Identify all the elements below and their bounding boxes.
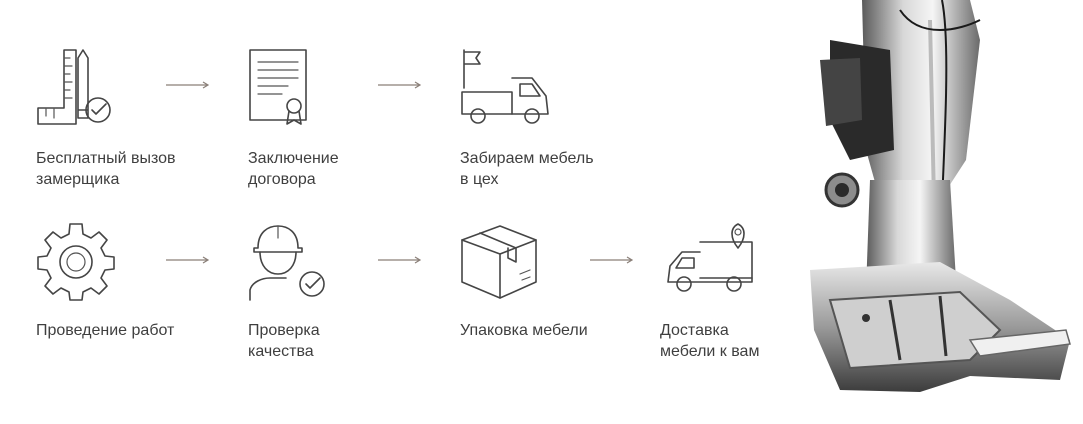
step-label: Упаковка мебели [460,322,588,339]
contract-document-icon [249,49,307,125]
step-label: Проведение работ [36,322,175,339]
step-label: Бесплатный вызов замерщика [36,150,176,188]
arrow-right-icon [590,256,634,264]
step-label: Заключение договора [248,150,339,188]
arrow-right-icon [378,256,422,264]
step-work: Проведение работ [36,222,174,341]
truck-location-pin-icon [667,223,753,292]
sewing-machine-presser-foot-image [810,0,1071,392]
step-contract: Заключение договора [248,48,339,190]
step-pickup: Забираем мебель в цех [460,48,594,190]
ruler-pencil-check-icon [37,49,111,125]
step-label: Доставка мебели к вам [660,322,760,360]
arrow-right-icon [378,81,422,89]
arrow-right-icon [166,256,210,264]
truck-flag-icon [461,49,549,124]
step-free-measurement: Бесплатный вызов замерщика [36,48,176,190]
step-label: Забираем мебель в цех [460,150,594,188]
step-label: Проверка качества [248,322,320,360]
gear-icon [37,223,115,301]
step-quality-check: Проверка качества [248,222,328,362]
worker-helmet-check-icon [249,225,325,301]
step-packing: Упаковка мебели [460,222,588,341]
arrow-right-icon [166,81,210,89]
package-box-icon [461,225,537,299]
step-delivery: Доставка мебели к вам [660,222,760,362]
